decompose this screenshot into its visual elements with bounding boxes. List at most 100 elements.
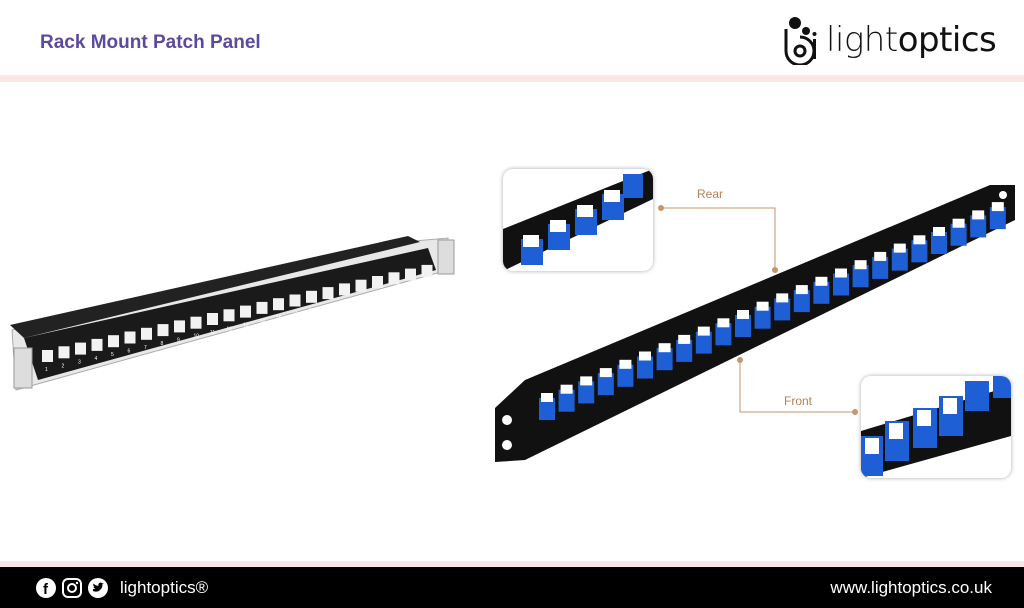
lc-adapter — [776, 293, 789, 303]
lc-adapter — [678, 334, 691, 344]
svg-text:f: f — [43, 581, 49, 598]
lc-adapter — [695, 331, 712, 354]
port-number: 22 — [392, 289, 398, 295]
port-number: 4 — [95, 356, 98, 362]
lc-adapter — [539, 398, 555, 420]
instagram-icon[interactable] — [62, 578, 82, 598]
rear-inset — [503, 169, 653, 271]
keystone-port — [421, 264, 433, 277]
lc-adapter — [617, 364, 634, 387]
keystone-port — [256, 301, 268, 314]
port-number: 5 — [111, 352, 114, 358]
lc-adapter — [872, 256, 889, 279]
keystone-port — [174, 320, 185, 333]
lc-adapter — [891, 248, 908, 271]
port-number: 21 — [375, 293, 381, 299]
lc-adapter — [560, 384, 573, 394]
port-number: 11 — [210, 330, 215, 336]
lc-adapter — [950, 223, 967, 246]
lc-adapter — [578, 381, 595, 404]
header-divider — [0, 75, 1024, 82]
port-number: 3 — [78, 360, 81, 366]
keystone-port — [190, 316, 202, 329]
footer-brand: lightoptics® — [120, 578, 209, 597]
keystone-port — [141, 327, 152, 340]
lc-adapter — [737, 310, 749, 319]
keystone-port — [207, 313, 218, 325]
keystone-port — [124, 331, 136, 344]
page-title: Rack Mount Patch Panel — [40, 32, 261, 53]
port-number: 1 — [45, 367, 48, 373]
lc-adapter — [991, 202, 1004, 212]
lc-adapter — [913, 235, 926, 245]
port-number: 6 — [128, 349, 131, 355]
front-inset — [861, 376, 1011, 478]
lc-adapter — [952, 218, 965, 228]
lc-adapter — [835, 268, 847, 278]
lc-adapter — [754, 306, 771, 329]
lc-adapter — [833, 273, 849, 296]
keystone-port — [223, 309, 235, 322]
lc-adapter — [970, 215, 987, 238]
port-number: 9 — [177, 337, 180, 343]
keystone-port — [58, 346, 70, 359]
lc-adapter — [658, 343, 671, 353]
lc-adapter — [774, 298, 791, 321]
lc-adapter — [656, 348, 673, 371]
keystone-port — [289, 294, 301, 307]
lc-adapter — [639, 351, 651, 361]
lc-adapter — [852, 265, 869, 288]
lc-adapter — [972, 210, 985, 220]
port-number: 16 — [293, 312, 299, 318]
keystone-port — [42, 350, 53, 362]
keystone-port — [91, 338, 103, 351]
lc-adapter — [717, 318, 730, 328]
port-number: 14 — [260, 319, 266, 325]
website-link[interactable]: www.lightoptics.co.uk — [830, 578, 992, 597]
keystone-port — [273, 298, 284, 311]
lc-adapter — [619, 359, 632, 369]
port-number: 18 — [326, 304, 332, 310]
keystone-port — [240, 305, 251, 318]
lc-adapter — [715, 323, 732, 346]
footer-divider — [0, 561, 1024, 567]
keystone-port — [405, 268, 416, 281]
lc-adapter — [756, 301, 769, 311]
front-label: Front — [784, 394, 813, 408]
lc-adapter — [854, 260, 867, 270]
lc-adapter — [933, 227, 945, 236]
lc-fiber-patch-panel-image — [495, 185, 1015, 462]
callout-lines — [658, 205, 858, 415]
lc-adapter — [676, 339, 693, 362]
port-number: 2 — [62, 363, 65, 369]
keystone-port — [355, 279, 367, 292]
lc-adapter — [637, 356, 653, 379]
lc-adapter — [893, 243, 906, 253]
logo-text-bold: optics — [897, 20, 997, 60]
lc-adapter — [580, 376, 593, 386]
keystone-port — [306, 290, 317, 303]
twitter-icon[interactable] — [88, 578, 108, 598]
logo-mark-icon — [784, 17, 817, 65]
lc-adapter — [597, 373, 614, 396]
port-number: 8 — [161, 341, 164, 347]
port-number: 13 — [243, 323, 249, 329]
keystone-port — [372, 276, 383, 288]
lc-adapter — [793, 290, 810, 313]
footer: f lightoptics® www.lightoptics.co.uk — [0, 567, 1024, 608]
lc-adapter — [911, 240, 928, 263]
lc-adapter — [989, 207, 1006, 230]
lc-adapter — [697, 326, 710, 336]
lc-adapter — [558, 389, 575, 412]
port-number: 17 — [309, 308, 315, 314]
lc-adapter — [795, 285, 808, 295]
port-number: 24 — [425, 282, 431, 288]
keystone-port — [157, 324, 169, 337]
facebook-icon[interactable]: f — [36, 578, 56, 598]
keystone-port — [388, 272, 400, 285]
lc-adapter — [931, 232, 947, 254]
lc-adapter — [735, 315, 751, 337]
logo-text-light: light — [826, 20, 898, 60]
port-number: 10 — [194, 334, 200, 340]
port-number: 20 — [359, 297, 365, 303]
